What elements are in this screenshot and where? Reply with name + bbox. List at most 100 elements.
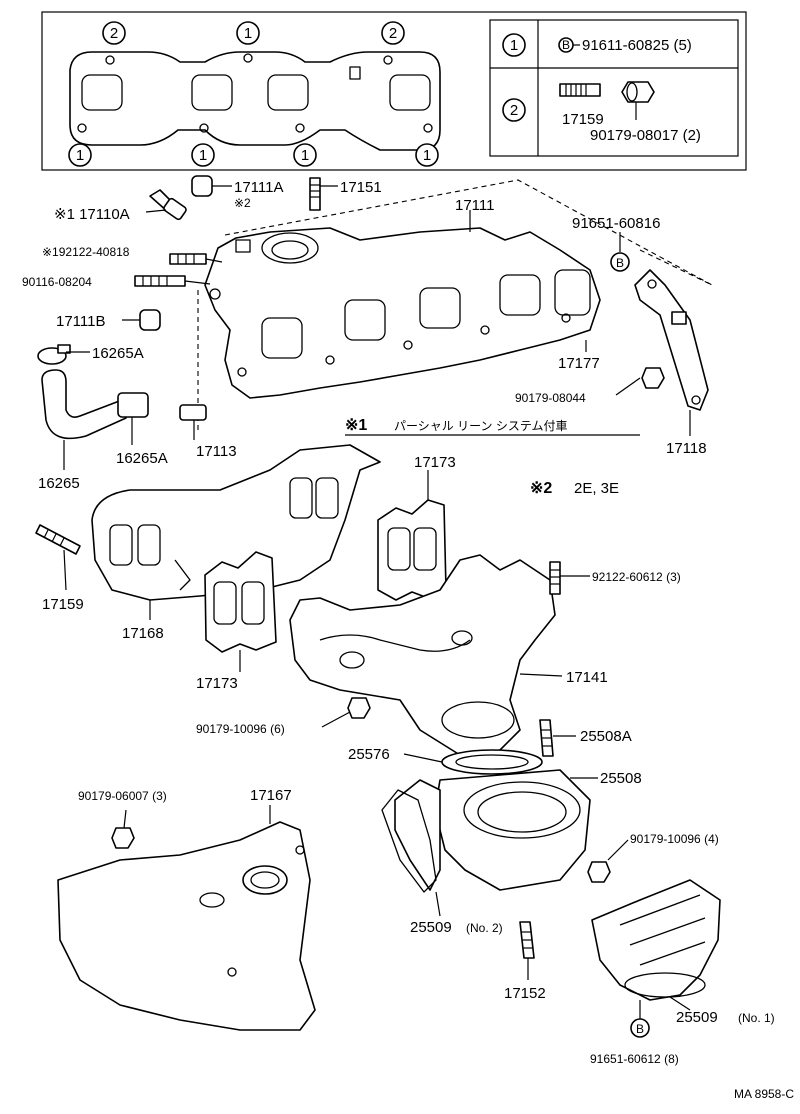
hose-clamp-16265A [117, 392, 149, 418]
nut-90179-10096-6 [347, 697, 371, 719]
gasket-panel: 1 B 91611-60825 (5) 2 17159 [41, 11, 747, 171]
label-90179-08044: 90179-08044 [515, 391, 586, 405]
nut-90179-06007 [111, 827, 135, 849]
exhaust-section: B 17173 17159 17168 92122-60612 (3) [35, 444, 794, 1101]
b-marker-bottom: B [630, 1018, 650, 1038]
label-17173-top: 17173 [414, 454, 456, 471]
label-17141: 17141 [566, 669, 608, 686]
intake-manifold-section: B 17111A ※2 17151 ※1 17110A 17111 91651-… [22, 175, 713, 497]
gasket-markers-bottom: 1 1 1 1 [68, 143, 439, 167]
label-192122-40818: ※192122-40818 [42, 245, 130, 259]
label-90116-08204: 90116-08204 [22, 275, 92, 289]
heat-shield-25509-no2 [381, 789, 437, 893]
bracket-17118 [634, 269, 709, 411]
stud-25508A [539, 719, 554, 757]
stud-90116 [134, 275, 186, 287]
legend-part-17159: 17159 [562, 111, 604, 128]
label-17167: 17167 [250, 787, 292, 804]
b-marker-top: B [610, 252, 630, 272]
converter-25508 [394, 769, 591, 891]
label-92122-60612: 92122-60612 (3) [592, 570, 681, 584]
nut-90179-10096-4 [587, 861, 611, 883]
plug-17111B [139, 309, 161, 331]
label-25508: 25508 [600, 770, 642, 787]
exhaust-manifold-17141 [289, 554, 556, 756]
exhaust-manifold-gasket [69, 51, 441, 151]
label-17111A: 17111A [234, 179, 284, 196]
gasket-17173-top [377, 499, 447, 601]
legend-row-1: 1 B 91611-60825 (5) [502, 33, 692, 57]
label-91651-60816: 91651-60816 [572, 215, 660, 232]
pipe-17113 [179, 404, 207, 421]
gasket-marker: 1 [199, 147, 207, 164]
label-star2a: ※2 [234, 196, 251, 210]
label-90179-10096-6: 90179-10096 (6) [196, 722, 285, 736]
label-16265: 16265 [38, 475, 80, 492]
label-17177: 17177 [558, 355, 600, 372]
label-17152: 17152 [504, 985, 546, 1002]
heat-insulator-17167 [57, 821, 316, 1031]
nut-90179-08044 [641, 367, 665, 389]
leader-lines-lower [63, 470, 691, 1019]
legend-box [489, 19, 739, 157]
nut-icon [621, 81, 655, 103]
label-16265A-top: 16265A [92, 345, 144, 362]
vacuum-fitting-17110A [149, 189, 187, 221]
gasket-marker: 1 [423, 147, 431, 164]
note1-text: パーシャル リーン システム付車 [394, 419, 567, 433]
label-25576: 25576 [348, 746, 390, 763]
legend-b-marker: B [562, 38, 570, 52]
label-no2: (No. 2) [466, 921, 503, 935]
label-90179-10096-4: 90179-10096 (4) [630, 832, 719, 846]
plug-17111A [191, 175, 213, 197]
svg-text:B: B [616, 256, 624, 270]
label-90179-06007: 90179-06007 (3) [78, 789, 167, 803]
heat-shield-25509-no1 [591, 879, 721, 1001]
gasket-marker: 1 [301, 147, 309, 164]
legend-part-90179-08017: 90179-08017 (2) [590, 127, 701, 144]
label-17151: 17151 [340, 179, 382, 196]
gasket-marker: 1 [76, 147, 84, 164]
label-16265A: 16265A [116, 450, 168, 467]
gasket-marker: 2 [110, 25, 118, 42]
stud-bolt-icon [559, 83, 601, 97]
diagram-reference: MA 8958-C [734, 1087, 794, 1101]
hose-16265 [41, 369, 127, 440]
stud-17152 [519, 921, 535, 959]
stud-192122 [169, 253, 207, 265]
gasket-17173-bottom [204, 551, 277, 653]
label-25508A: 25508A [580, 728, 632, 745]
note2-text: 2E, 3E [574, 480, 619, 497]
stud-17151 [309, 177, 321, 211]
label-17110A: ※1 17110A [54, 206, 130, 223]
leader-lines-upper [63, 185, 691, 470]
gasket-marker: 1 [244, 25, 252, 42]
stud-92122 [549, 561, 561, 595]
legend-row1-text: 91611-60825 (5) [582, 37, 692, 54]
legend-marker-1: 1 [510, 37, 518, 54]
gasket-25576 [441, 749, 543, 775]
note1-mark: ※1 [345, 417, 367, 434]
label-17118: 17118 [666, 440, 707, 457]
label-25509-no1: 25509 [676, 1009, 718, 1026]
svg-text:B: B [636, 1022, 644, 1036]
label-17111B: 17111B [56, 313, 106, 330]
label-17159: 17159 [42, 596, 84, 613]
legend-marker-2: 2 [510, 102, 518, 119]
gasket-panel-frame [41, 11, 747, 171]
hose-clamp-16265A-top [37, 344, 71, 365]
label-17111: 17111 [455, 197, 495, 214]
label-25509-no2: 25509 [410, 919, 452, 936]
label-17113: 17113 [196, 443, 237, 460]
label-17168: 17168 [122, 625, 164, 642]
stud-17159 [35, 524, 81, 555]
gasket-marker: 2 [389, 25, 397, 42]
label-no1: (No. 1) [738, 1011, 775, 1025]
gasket-markers-top: 2 1 2 [102, 21, 405, 45]
note2-mark: ※2 [530, 480, 552, 497]
label-17173-bottom: 17173 [196, 675, 238, 692]
label-91651-60612: 91651-60612 (8) [590, 1052, 679, 1066]
legend-row-2: 2 17159 90179-08017 (2) [502, 81, 701, 144]
intake-manifold [204, 227, 601, 399]
